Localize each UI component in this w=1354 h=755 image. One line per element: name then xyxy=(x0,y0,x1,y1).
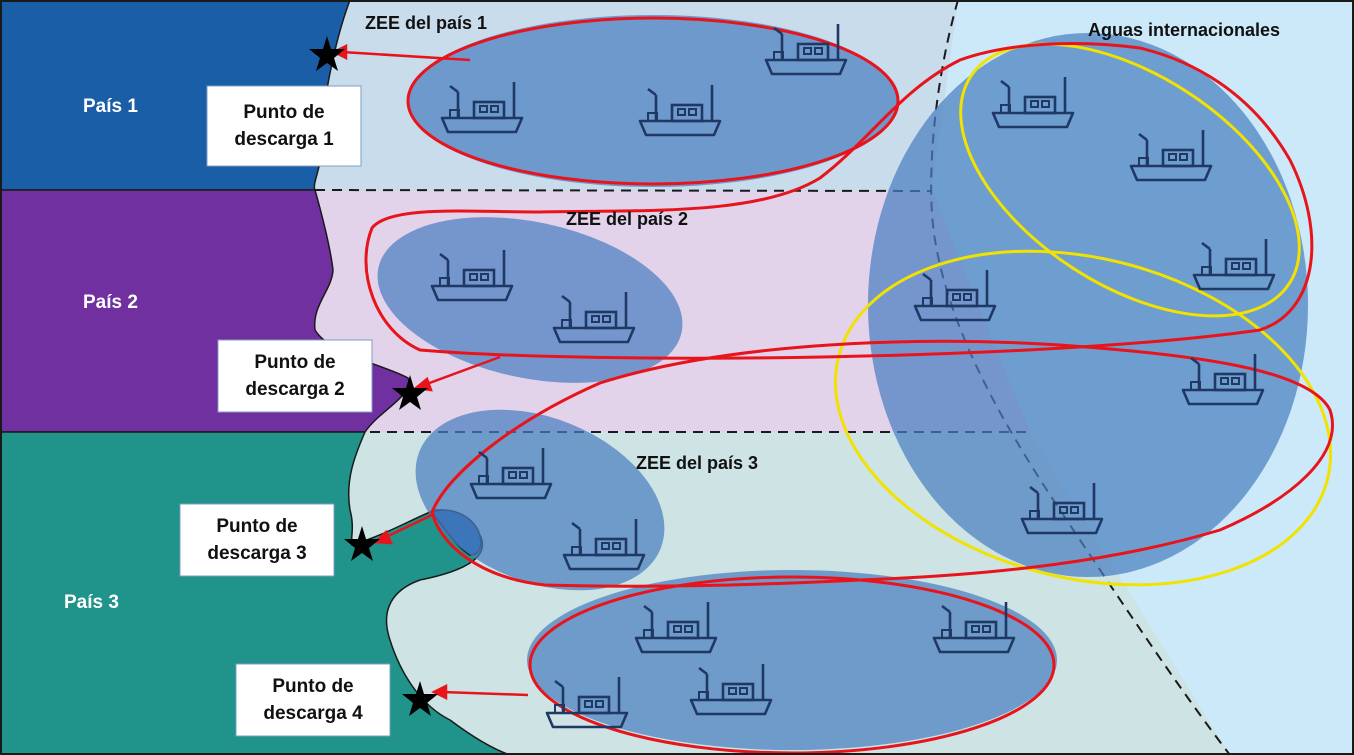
star-icon xyxy=(344,526,380,561)
landing-point-1-line2: descarga 1 xyxy=(234,129,334,150)
country-2-label: País 2 xyxy=(83,292,138,313)
country-1-label: País 1 xyxy=(83,96,138,117)
star-icon xyxy=(402,681,438,716)
star-icon xyxy=(392,375,428,410)
eez-country-2-label: ZEE del país 2 xyxy=(566,209,688,229)
red-route-loops xyxy=(364,16,1334,755)
fleet-cluster-4 xyxy=(527,570,1057,750)
landing-point-4-line1: Punto de xyxy=(272,676,353,697)
landing-point-1-line1: Punto de xyxy=(243,102,324,123)
landing-point-2-line1: Punto de xyxy=(254,352,335,373)
eez-country-3-label: ZEE del país 3 xyxy=(636,453,758,473)
eez-country-1-label: ZEE del país 1 xyxy=(365,13,487,33)
landing-point-2-line2: descarga 2 xyxy=(245,379,344,400)
international-waters-label: Aguas internacionales xyxy=(1088,20,1280,40)
fleet-cluster-1 xyxy=(408,15,898,187)
landing-point-4-line2: descarga 4 xyxy=(263,703,363,724)
fleet-clusters xyxy=(377,15,1308,750)
landing-label-boxes xyxy=(179,85,391,737)
country-3-label: País 3 xyxy=(64,592,119,613)
landing-stars xyxy=(309,36,438,716)
landing-point-3-line1: Punto de xyxy=(216,516,297,537)
star-icon xyxy=(309,36,345,71)
landing-point-3-line2: descarga 3 xyxy=(207,543,306,564)
